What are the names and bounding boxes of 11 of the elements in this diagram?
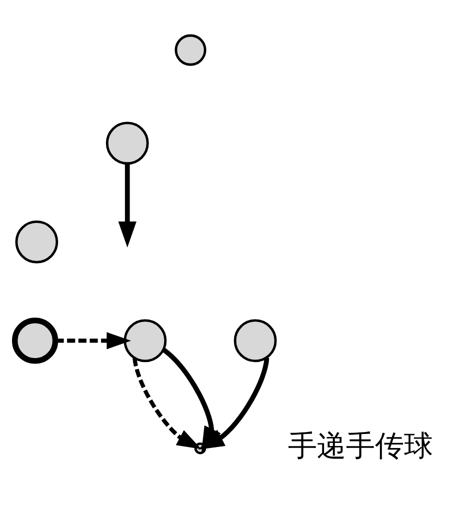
node-circle xyxy=(106,121,149,164)
arrow xyxy=(56,332,132,349)
arrow xyxy=(132,357,202,449)
arrow xyxy=(118,163,136,248)
arrow xyxy=(162,347,221,452)
node-circle xyxy=(174,34,206,66)
node-circle xyxy=(234,318,277,362)
node-circle xyxy=(15,220,58,263)
label: 手递手传球 xyxy=(288,428,434,462)
node-circle xyxy=(124,318,167,362)
node-circle xyxy=(12,317,58,364)
